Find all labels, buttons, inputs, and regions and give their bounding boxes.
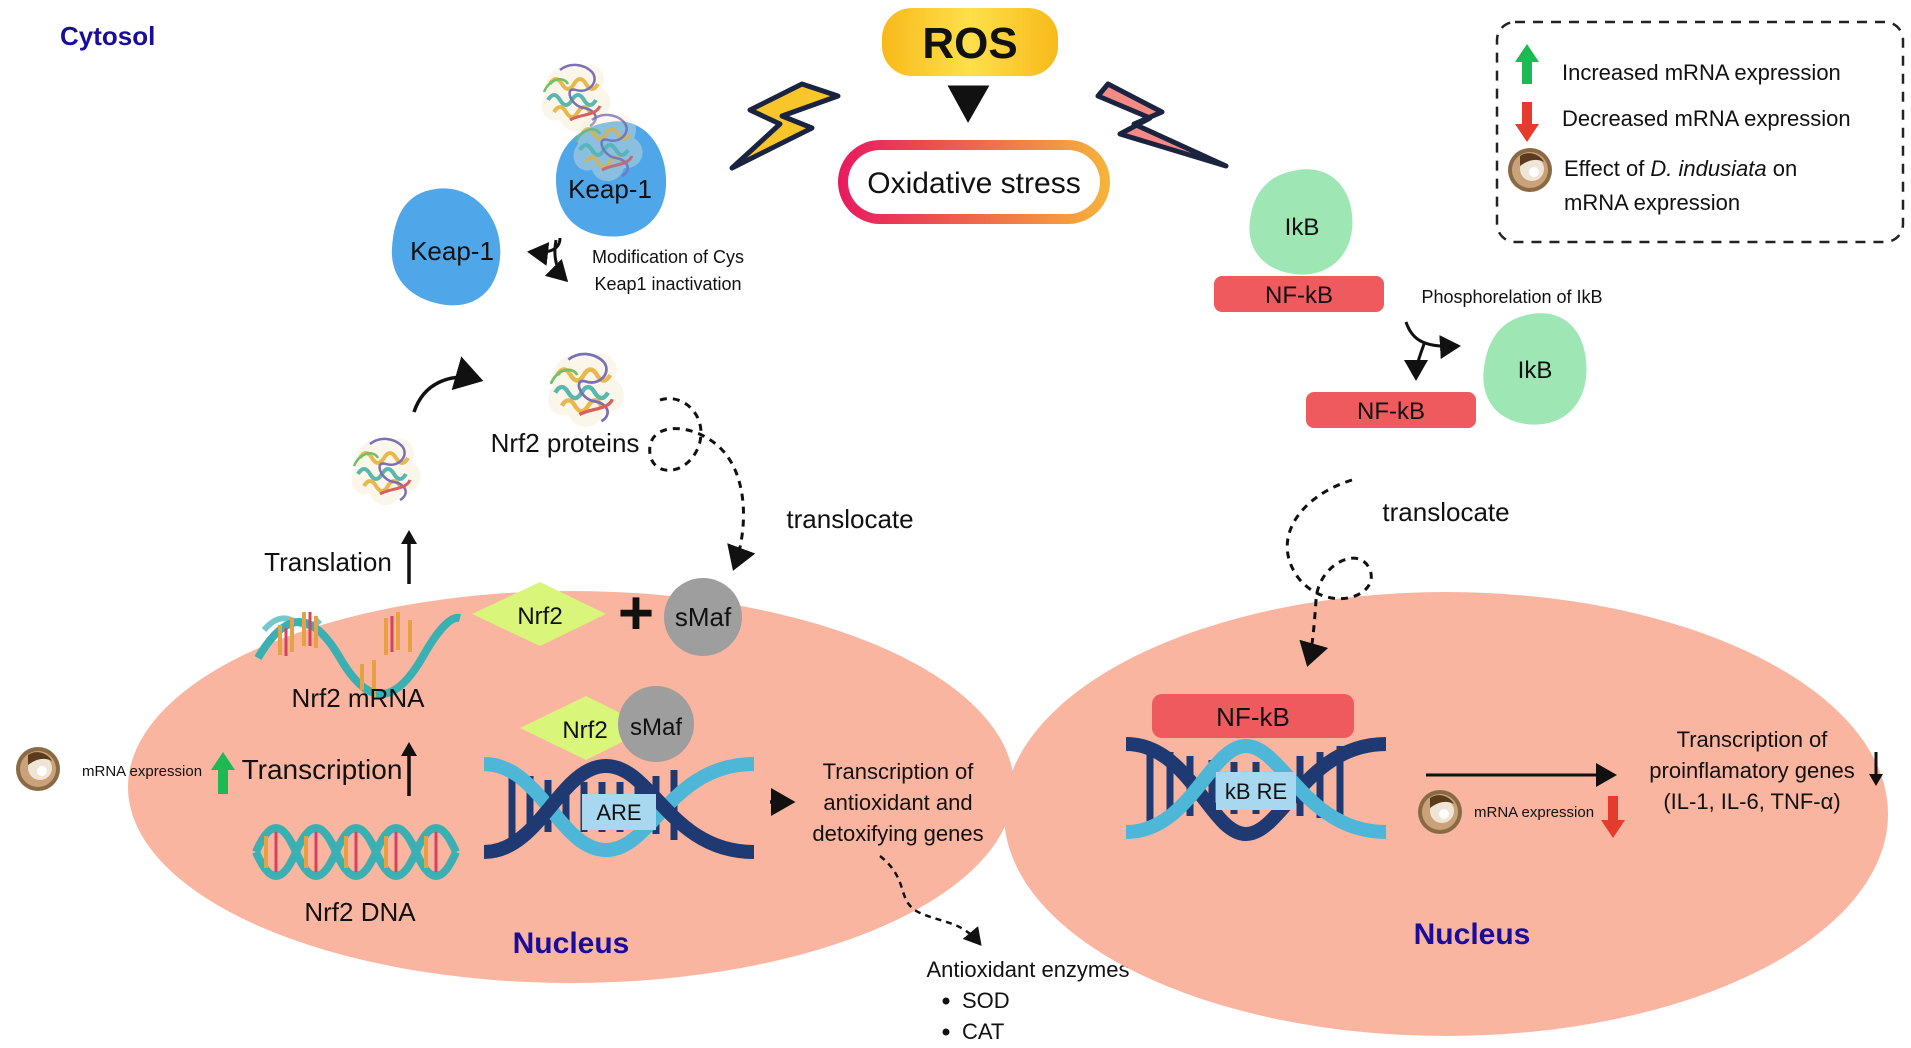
keap1-free-shape [391,188,501,306]
kb-re-box [1216,772,1296,810]
legend: Increased mRNA expression Decreased mRNA… [1495,20,1905,244]
nfkb-bound-box [1214,276,1384,312]
ros-label: ROS [922,19,1017,68]
phosphorylation-arrow [1404,321,1461,360]
left-genes-line3: detoxifying genes [812,821,983,846]
ros-badge: ROS [882,8,1058,76]
are-box [582,794,656,830]
right-genes-line2: proinflamatory genes [1649,758,1854,783]
nfkb-bound-label: NF-kB [1265,282,1333,309]
dna-helix-icon [1125,737,1387,842]
enzyme-bullet [942,997,950,1005]
nfkb-nucleus-box [1152,694,1354,738]
translocate-right-label: translocate [1382,497,1509,527]
ros-down-chevron-icon [942,82,995,130]
dna-helix-icon [483,757,755,859]
nrf2-mrna-label: Nrf2 mRNA [292,683,426,713]
phosphorelation-label: Phosphorelation of IkB [1421,287,1602,307]
are-label: ARE [596,800,641,825]
mushroom-icon [16,747,60,791]
up-arrow-icon [401,742,417,796]
left-mrna-expression-label: mRNA expression [82,763,202,780]
transcription-left-label: Transcription [242,754,403,785]
nrf2-complex-diamond [520,696,650,760]
down-arrow-icon [1601,796,1625,838]
nfkb-nucleus-label: NF-kB [1216,702,1290,732]
nucleus-right-label: Nucleus [1414,918,1531,951]
oxidative-stress-box: Oxidative stress [838,140,1110,224]
nrf2-dna-label: Nrf2 DNA [304,897,416,927]
antioxidant-enzymes-path [879,855,982,946]
legend-effect-line1: Effect of D. indusiata on [1564,156,1797,181]
nrf2-label: Nrf2 [517,603,562,630]
cytosol-label: Cytosol [60,21,155,51]
left-genes-line1: Transcription of [823,759,975,784]
mushroom-icon [1508,148,1552,192]
ikb-free-shape [1483,313,1587,425]
mushroom-icon [1418,790,1462,834]
enzyme-cat: CAT [962,1019,1004,1044]
legend-effect-line2: mRNA expression [1564,190,1740,215]
protein-maturation-arrow [412,356,484,413]
up-arrow-icon [1515,44,1539,84]
ikb-free-label: IkB [1518,357,1553,384]
ikb-bound-shape [1249,169,1353,275]
smaf-label: sMaf [675,602,732,632]
enzyme-sod: SOD [962,988,1010,1013]
right-genes-line1: Transcription of [1677,727,1829,752]
nfkb-translocate-path [1285,478,1373,667]
keap1-free-label: Keap-1 [410,236,494,266]
smaf-complex-circle [618,686,694,762]
translocate-left-label: translocate [786,504,913,534]
keap1-inactivation-arrow [527,237,562,266]
smaf-circle [664,578,742,656]
down-arrow-icon [1515,102,1539,142]
lightning-bolt-icon [1095,81,1229,169]
left-genes-line2: antioxidant and [823,790,972,815]
right-genes-line3: (IL-1, IL-6, TNF-α) [1663,789,1840,814]
plus-sign: + [618,579,654,648]
enzyme-bullet [942,1028,950,1036]
nfkb-free-box [1306,392,1476,428]
up-arrow-icon [401,530,417,584]
legend-increased: Increased mRNA expression [1562,60,1841,85]
up-arrow-icon [211,752,235,794]
right-mrna-expression-label: mRNA expression [1474,804,1594,821]
smaf-complex-label: sMaf [630,714,682,741]
protein-structure-icon [349,436,423,508]
keap1-bound-label: Keap-1 [568,174,652,204]
keap1-inactivation-arrow-branch [544,239,569,283]
nfkb-free-label: NF-kB [1357,398,1425,425]
lightning-bolt-icon [729,81,841,171]
nucleus-left-label: Nucleus [513,927,630,960]
ikb-bound-label: IkB [1285,214,1320,241]
nrf2-translocate-path [648,397,756,571]
modification-line2: Keap1 inactivation [594,274,741,294]
down-arrow-icon [1869,752,1883,786]
kb-re-label: kB RE [1225,779,1287,804]
protein-structure-icon [548,353,624,426]
legend-decreased: Decreased mRNA expression [1562,106,1851,131]
nrf2-diamond [472,582,606,646]
oxidative-stress-label: Oxidative stress [867,167,1080,200]
translation-label: Translation [264,547,392,577]
dna-helix-icon [254,612,461,698]
phosphorylation-arrow-branch [1404,343,1429,381]
antioxidant-enzymes-label: Antioxidant enzymes [927,957,1130,982]
modification-line1: Modification of Cys [592,247,744,267]
nrf2-proteins-label: Nrf2 proteins [491,428,640,458]
nrf2-complex-label: Nrf2 [562,717,607,744]
dna-helix-icon [252,824,460,880]
